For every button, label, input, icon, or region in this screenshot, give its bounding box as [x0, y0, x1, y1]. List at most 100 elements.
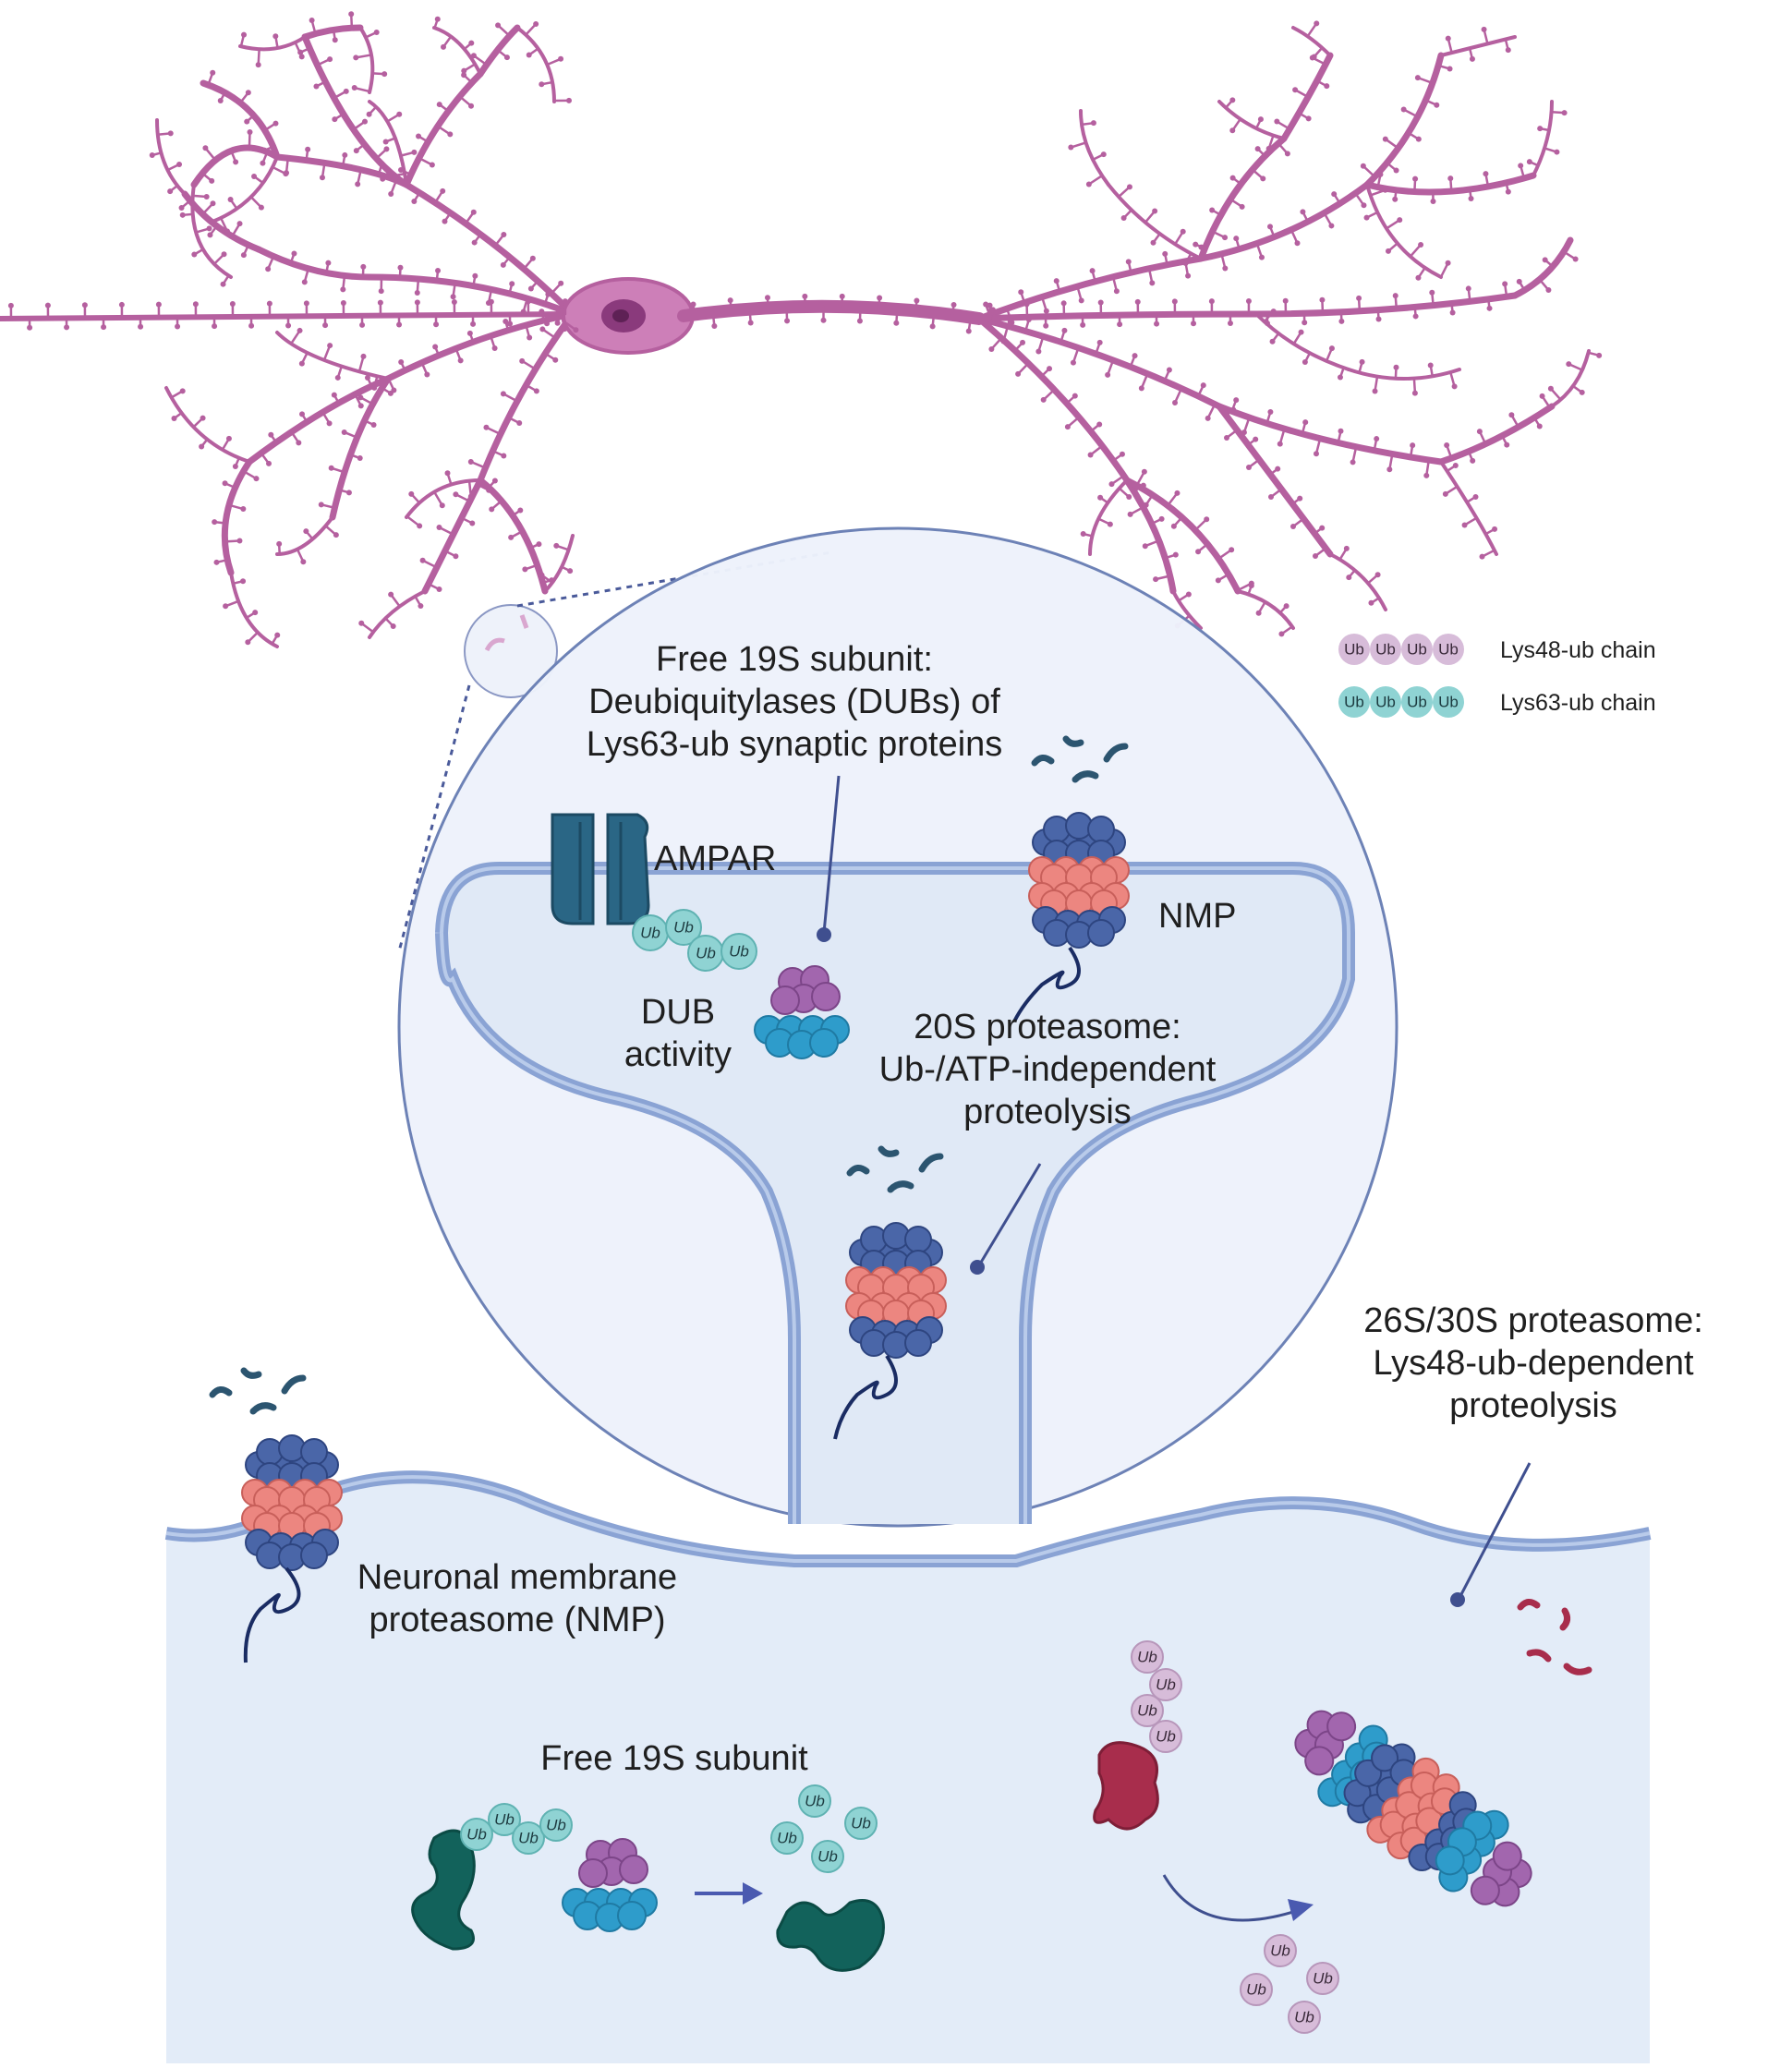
spine-head [1450, 310, 1456, 316]
spine-head [1233, 397, 1239, 403]
spine-head [1167, 367, 1172, 372]
svg-text:Ub: Ub [673, 919, 694, 937]
spine-head [1149, 280, 1155, 285]
spine-head [1277, 441, 1283, 447]
spine-head [1139, 385, 1144, 391]
svg-text:Ub: Ub [805, 1793, 825, 1810]
spine-head [1566, 361, 1571, 367]
spine-head [877, 295, 882, 300]
spine-head [253, 476, 259, 481]
spine-head [430, 162, 435, 167]
spine-head [1267, 409, 1273, 415]
spine-head [1360, 359, 1365, 365]
spine-head [233, 159, 238, 164]
spine-head [420, 558, 426, 563]
spine-head [1554, 150, 1559, 155]
spine-head [453, 553, 458, 559]
spine-head [101, 324, 106, 330]
spine-head [1080, 322, 1085, 328]
spine-head [297, 328, 303, 333]
spine-head [417, 523, 422, 528]
spine-head [236, 538, 242, 543]
spine-head [1230, 407, 1236, 413]
spine-head [545, 292, 551, 297]
spine-head [1079, 297, 1084, 303]
svg-text:proteasome (NMP): proteasome (NMP) [369, 1601, 666, 1639]
spine-head [437, 525, 442, 530]
spine-head [1258, 116, 1264, 122]
spine-head [519, 358, 525, 364]
spine-head [1274, 119, 1279, 125]
spine-head [530, 256, 536, 261]
spine-head [168, 130, 174, 136]
spine-head [226, 436, 232, 441]
spine-head [1344, 546, 1350, 551]
spine-head [472, 240, 478, 246]
spine-head [1216, 577, 1221, 583]
spine-head [1015, 371, 1021, 377]
spine-head [1415, 75, 1421, 80]
spine-head [1222, 235, 1228, 240]
spine-head [1228, 320, 1233, 326]
spine-head [274, 633, 280, 638]
spine-head [388, 191, 394, 197]
spine-head [442, 219, 447, 224]
spine-head [1126, 259, 1132, 264]
spine-head [392, 173, 397, 178]
spine-head [1294, 240, 1300, 246]
spine-head [1132, 353, 1138, 358]
spine-head [1338, 429, 1344, 434]
spine-head [1386, 466, 1392, 472]
svg-text:DUB: DUB [641, 993, 715, 1032]
spine-head [516, 420, 522, 426]
spine-head [64, 324, 69, 330]
spine-head [552, 357, 558, 363]
spine-head [992, 315, 998, 320]
spine-head [180, 388, 186, 393]
spine-head [573, 327, 578, 333]
svg-text:Ub: Ub [518, 1830, 539, 1847]
spine-head [1120, 452, 1125, 457]
spine-head [1364, 215, 1370, 221]
spine-head [362, 119, 368, 125]
svg-text:Lys63-ub chain: Lys63-ub chain [1500, 690, 1656, 716]
spine-head [1098, 299, 1104, 305]
spine-head [248, 129, 253, 135]
spine-head [1504, 442, 1509, 448]
spine-head [441, 44, 446, 50]
spine-head [1453, 463, 1459, 468]
spine-head [468, 41, 474, 46]
spine-head [893, 320, 899, 326]
spine-head [335, 375, 341, 381]
svg-text:Free 19S subunit:: Free 19S subunit: [656, 640, 933, 679]
spine-head [1383, 137, 1388, 142]
spine-head [360, 354, 366, 359]
peptides-nmp-membrane [212, 1371, 303, 1411]
spine-head [1596, 353, 1602, 358]
spine-head [452, 299, 457, 305]
spine-head [1431, 199, 1436, 204]
spine-head [1472, 494, 1478, 500]
spine-head [1044, 308, 1049, 314]
spine-head [440, 502, 445, 508]
spine-head [305, 147, 310, 152]
spine-head [285, 322, 291, 328]
spine-head [1159, 516, 1165, 522]
spine-head [1383, 187, 1388, 193]
spine-head [346, 490, 352, 495]
spine-head [82, 302, 88, 308]
spine-head [1285, 151, 1290, 156]
spine-head [1222, 265, 1228, 271]
spine-head [1418, 242, 1423, 248]
spine-head [988, 346, 994, 352]
spine-head [930, 323, 936, 329]
spine-head [914, 297, 919, 303]
spine-head [1290, 524, 1296, 529]
spine-head [1537, 424, 1543, 429]
spine-head [1041, 397, 1047, 403]
spine-head [367, 112, 372, 117]
spine-head [138, 324, 143, 330]
spine-head [1580, 390, 1585, 395]
spine-head [1452, 383, 1458, 389]
